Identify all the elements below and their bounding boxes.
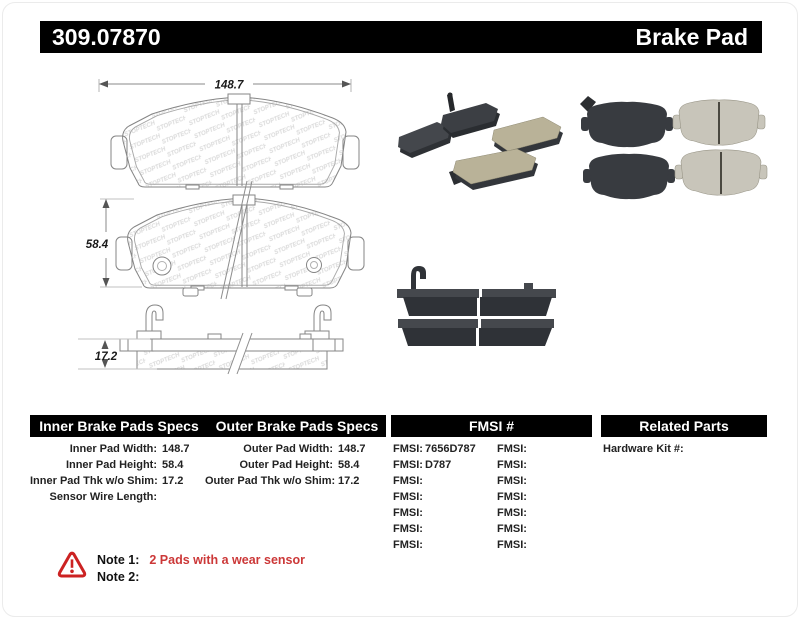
fmsi-row: FMSI: <box>393 523 423 535</box>
fmsi-header-bar: FMSI # <box>391 415 592 437</box>
note-2-label: Note 2: <box>97 569 140 584</box>
spec-row: Inner Pad Thk w/o Shim:17.2 <box>30 475 184 487</box>
spec-row: Inner Pad Height:58.4 <box>65 459 184 471</box>
outer-specs-header: Outer Brake Pads Specs <box>215 418 379 434</box>
spec-row: Sensor Wire Length: <box>49 491 157 503</box>
related-parts-header: Related Parts <box>639 418 729 434</box>
title-bar: 309.07870 Brake Pad <box>40 21 762 53</box>
fmsi-row: FMSI: <box>497 443 527 455</box>
fmsi-row: FMSI: <box>393 475 423 487</box>
fmsi-column-2: FMSI: FMSI: FMSI: FMSI: FMSI: FMSI: FMSI… <box>497 441 529 553</box>
product-name: Brake Pad <box>635 23 748 50</box>
photo-pads-edge-view <box>397 266 556 346</box>
fmsi-column-1: FMSI:7656D787 FMSI:D787 FMSI: FMSI: FMSI… <box>393 441 476 553</box>
fmsi-row: FMSI:7656D787 <box>393 443 476 455</box>
inner-specs-header: Inner Brake Pads Specs <box>39 418 199 434</box>
fmsi-row: FMSI: <box>497 475 527 487</box>
related-parts-column: Hardware Kit #: <box>603 441 689 457</box>
fmsi-row: FMSI: <box>393 491 423 503</box>
note-1-text: 2 Pads with a wear sensor <box>149 553 305 567</box>
spec-row: Outer Pad Height:58.4 <box>239 459 360 471</box>
drawing-inner-pad-view: 58.4 <box>86 180 364 300</box>
inner-specs-column: Inner Pad Width:148.7 Inner Pad Height:5… <box>30 441 190 505</box>
spec-row: Outer Pad Thk w/o Shim:17.2 <box>205 475 360 487</box>
fmsi-row: FMSI:D787 <box>393 459 452 471</box>
specs-header-bar: Inner Brake Pads Specs Outer Brake Pads … <box>30 415 386 437</box>
spec-row: Inner Pad Width:148.7 <box>69 443 190 455</box>
note-1: Note 1: 2 Pads with a wear sensor <box>97 553 305 567</box>
thickness-dimension: 17.2 <box>95 351 118 363</box>
related-parts-header-bar: Related Parts <box>601 415 767 437</box>
note-2: Note 2: <box>97 570 149 584</box>
note-1-label: Note 1: <box>97 553 140 567</box>
fmsi-row: FMSI: <box>497 491 527 503</box>
outer-specs-column: Outer Pad Width:148.7 Outer Pad Height:5… <box>205 441 366 489</box>
drawing-front-view: 148.7 <box>98 79 359 189</box>
related-row: Hardware Kit #: <box>603 443 684 455</box>
fmsi-row: FMSI: <box>497 507 527 519</box>
warning-icon <box>57 551 87 578</box>
fmsi-row: FMSI: <box>393 507 423 519</box>
drawing-side-view: 17.2 <box>78 304 344 375</box>
width-dimension: 148.7 <box>215 80 244 92</box>
fmsi-row: FMSI: <box>497 539 527 551</box>
height-dimension: 58.4 <box>86 239 109 251</box>
photo-pads-angled <box>398 92 563 190</box>
photo-pads-flat <box>580 96 768 200</box>
fmsi-header: FMSI # <box>468 418 515 434</box>
spec-row: Outer Pad Width:148.7 <box>243 443 366 455</box>
fmsi-row: FMSI: <box>393 539 423 551</box>
fmsi-row: FMSI: <box>497 523 527 535</box>
part-number: 309.07870 <box>52 23 161 50</box>
fmsi-row: FMSI: <box>497 459 527 471</box>
